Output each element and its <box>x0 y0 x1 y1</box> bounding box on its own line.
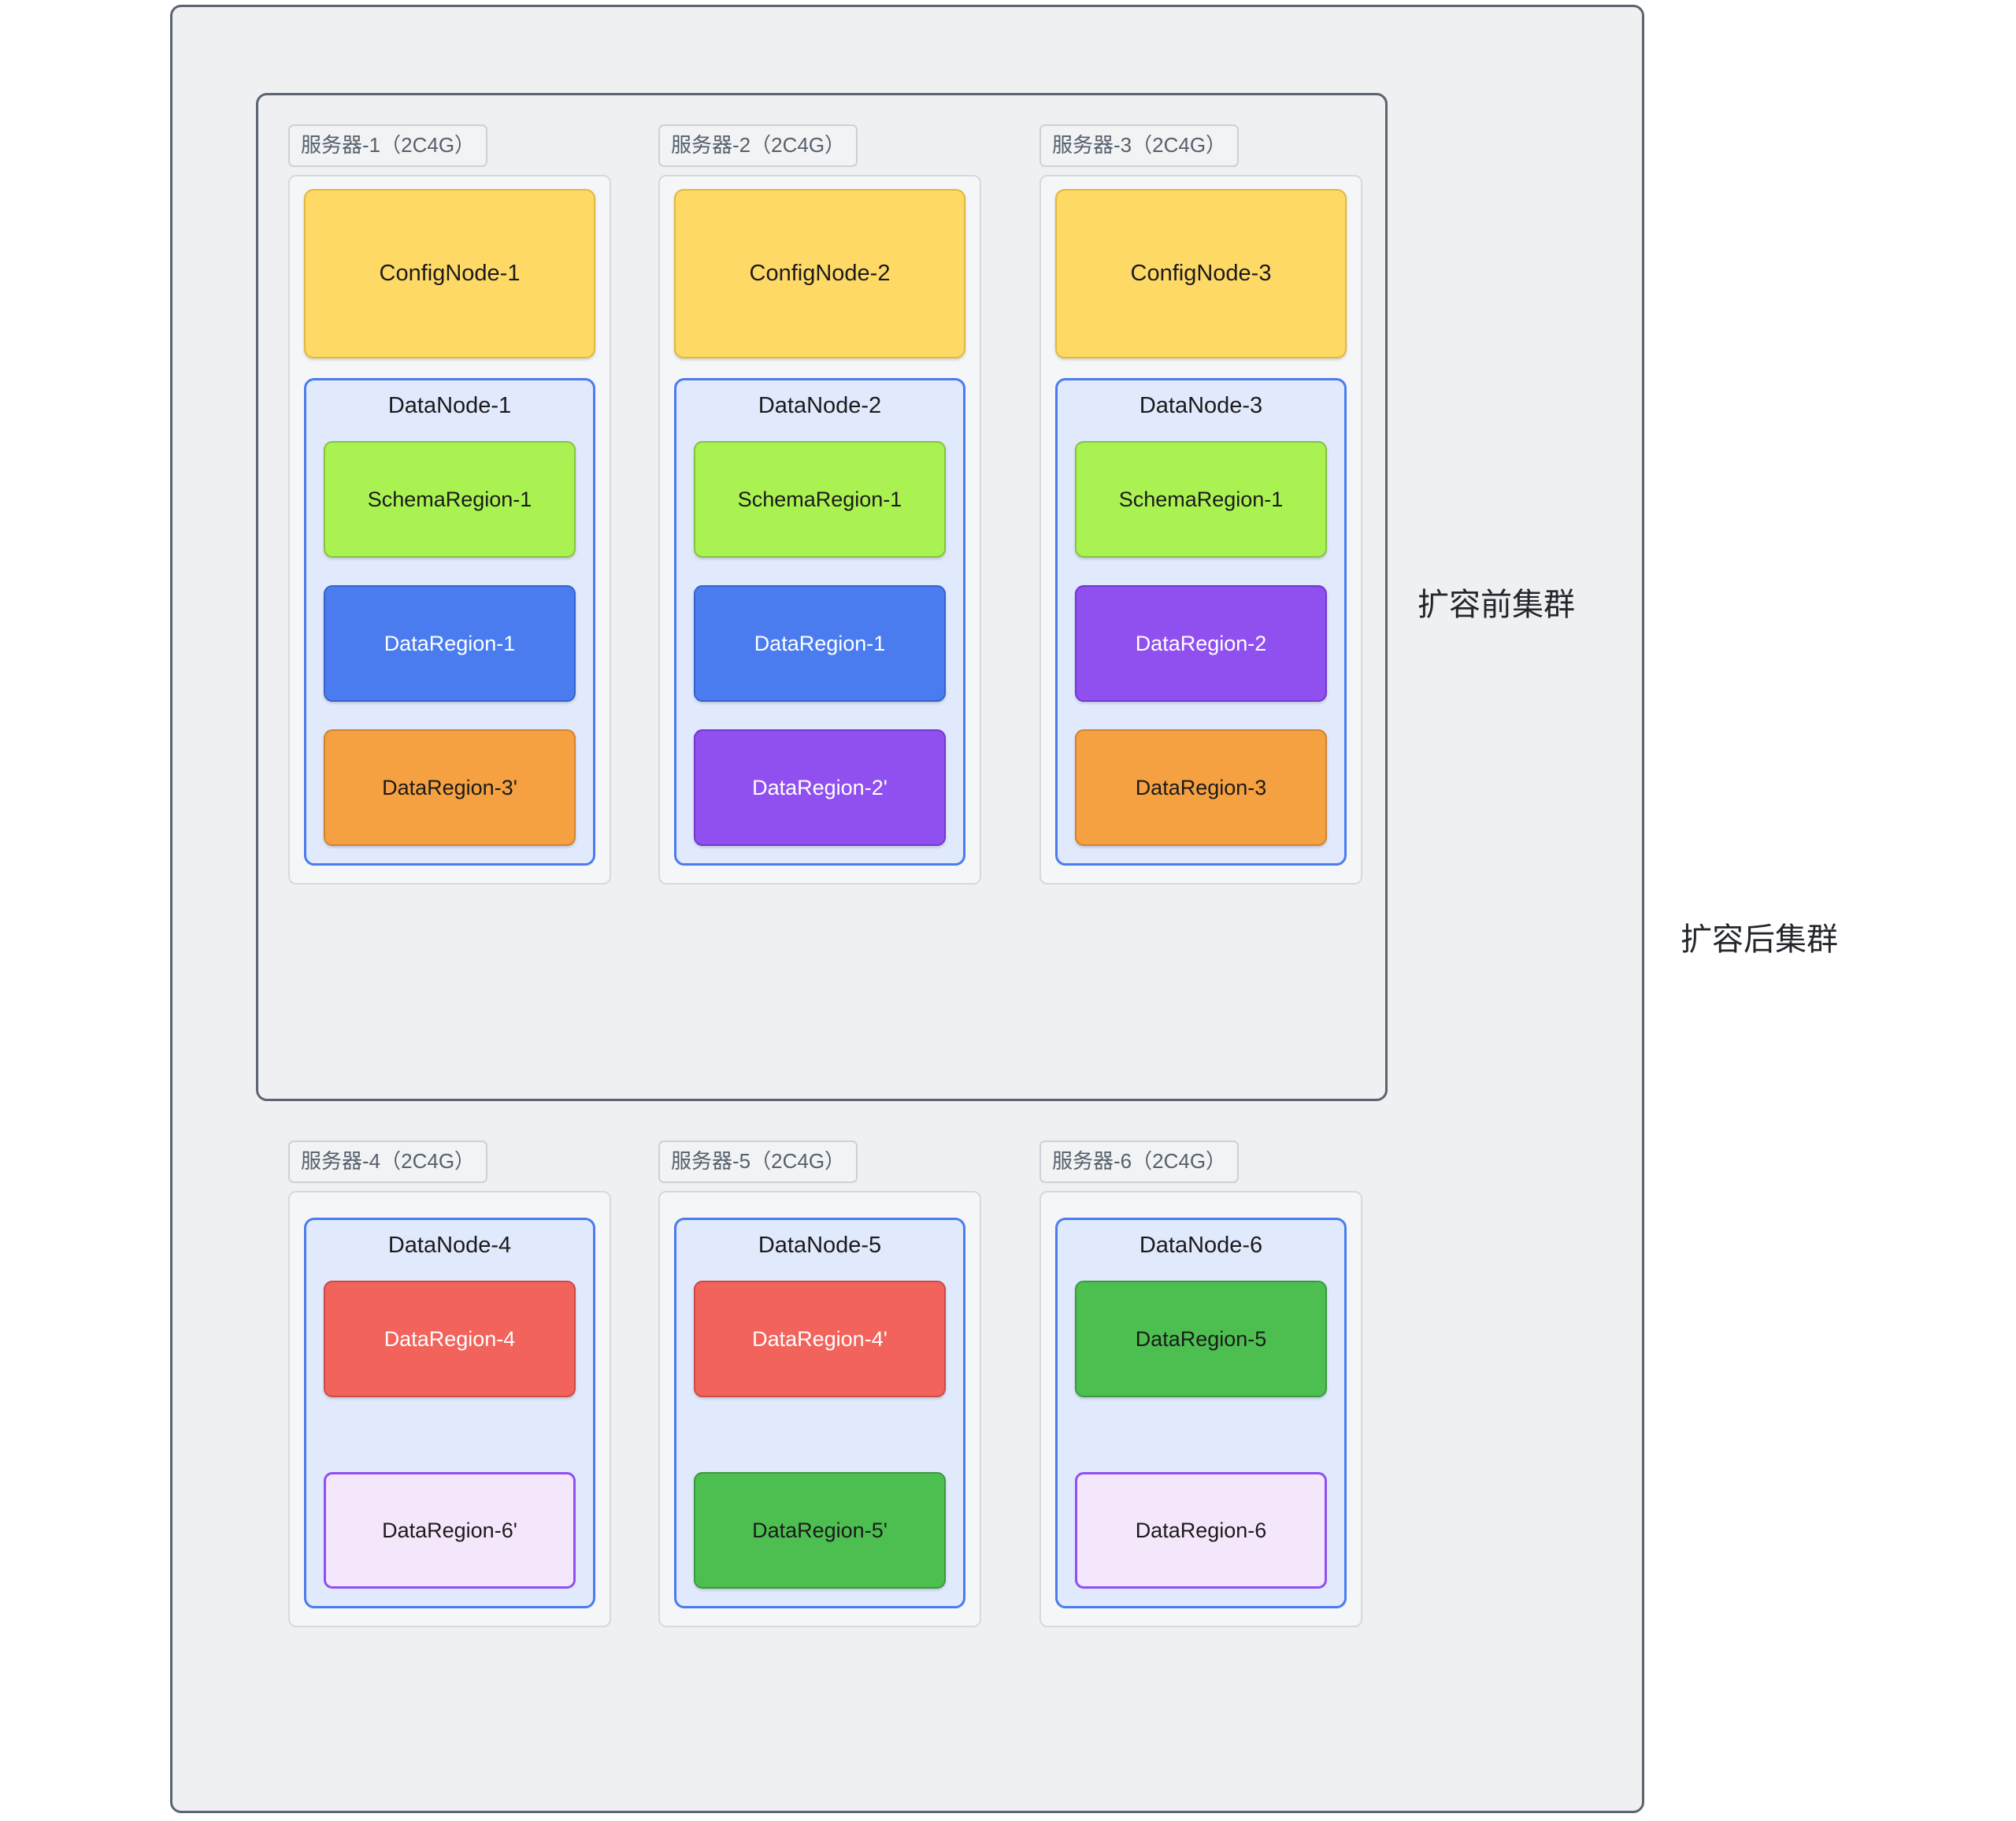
region-chip: DataRegion-6' <box>324 1472 576 1589</box>
confignode-3: ConfigNode-3 <box>1055 189 1347 358</box>
server-tag-wrap-3: 服务器-3（2C4G） <box>1040 124 1362 167</box>
region-chip: DataRegion-5 <box>1075 1281 1327 1397</box>
region-chip: DataRegion-3' <box>324 729 576 846</box>
region-chip: DataRegion-3 <box>1075 729 1327 846</box>
region-chip: DataRegion-5' <box>694 1472 946 1589</box>
datanode-title-5: DataNode-5 <box>758 1233 882 1258</box>
datanode-title-3: DataNode-3 <box>1139 393 1263 418</box>
server-tag-wrap-6: 服务器-6（2C4G） <box>1040 1140 1362 1183</box>
datanode-title-6: DataNode-6 <box>1139 1233 1263 1258</box>
server-label-2: 服务器-2（2C4G） <box>658 124 858 167</box>
region-chip: DataRegion-2 <box>1075 585 1327 702</box>
annotation-pre-expansion-cluster: 扩容前集群 <box>1418 588 1575 622</box>
server-tag-wrap-4: 服务器-4（2C4G） <box>288 1140 611 1183</box>
datanode-title-4: DataNode-4 <box>387 1233 512 1258</box>
datanode-title-2: DataNode-2 <box>758 393 882 418</box>
region-chip: DataRegion-1 <box>694 585 946 702</box>
region-chip: DataRegion-4 <box>324 1281 576 1397</box>
server-label-4: 服务器-4（2C4G） <box>288 1140 488 1183</box>
server-label-1: 服务器-1（2C4G） <box>288 124 488 167</box>
server-tag-wrap-1: 服务器-1（2C4G） <box>288 124 611 167</box>
region-chip: SchemaRegion-1 <box>324 441 576 558</box>
region-chip: DataRegion-1 <box>324 585 576 702</box>
confignode-2: ConfigNode-2 <box>674 189 965 358</box>
server-tag-wrap-2: 服务器-2（2C4G） <box>658 124 981 167</box>
region-chip: DataRegion-2' <box>694 729 946 846</box>
server-tag-wrap-5: 服务器-5（2C4G） <box>658 1140 981 1183</box>
region-chip: SchemaRegion-1 <box>694 441 946 558</box>
datanode-title-1: DataNode-1 <box>387 393 512 418</box>
annotation-post-expansion-cluster: 扩容后集群 <box>1681 922 1838 957</box>
server-label-6: 服务器-6（2C4G） <box>1040 1140 1240 1183</box>
region-chip: DataRegion-6 <box>1075 1472 1327 1589</box>
region-chip: SchemaRegion-1 <box>1075 441 1327 558</box>
region-chip: DataRegion-4' <box>694 1281 946 1397</box>
confignode-1: ConfigNode-1 <box>304 189 595 358</box>
server-label-5: 服务器-5（2C4G） <box>658 1140 858 1183</box>
server-label-3: 服务器-3（2C4G） <box>1040 124 1240 167</box>
